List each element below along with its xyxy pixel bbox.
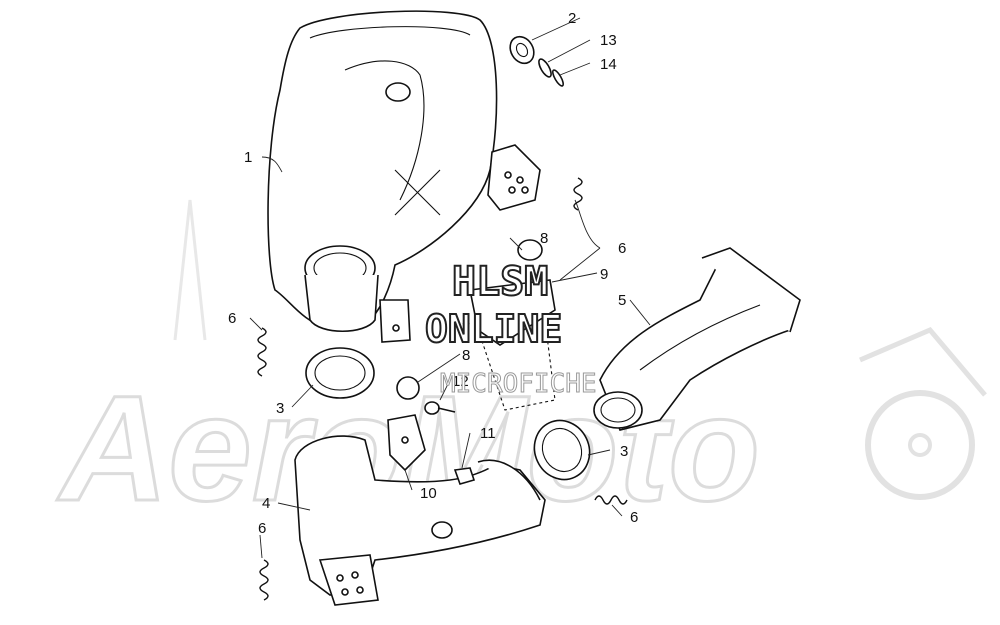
bracket-9 [469, 279, 556, 411]
spring-6-bottom [259, 559, 269, 601]
watermark-line1: HLSM [452, 259, 548, 305]
callout-2: 2 [568, 10, 576, 27]
callout-11: 11 [480, 425, 496, 442]
callout-6-left: 6 [228, 310, 236, 327]
callout-8-lower: 8 [462, 347, 470, 364]
spring-6-upper-right [573, 177, 583, 211]
callout-9: 9 [600, 266, 608, 283]
spring-6-left [257, 327, 267, 377]
callout-12: 12 [452, 373, 469, 390]
callout-4: 4 [262, 495, 270, 512]
watermark-line2: ONLINE [425, 307, 562, 351]
header-pipe-5 [593, 247, 801, 431]
callout-6-right: 6 [630, 509, 638, 526]
callout-5: 5 [618, 292, 626, 309]
nut-11 [453, 467, 476, 485]
spring-6-right [594, 495, 628, 505]
watermark-wheel-icon [865, 390, 975, 500]
bracket-10 [387, 414, 426, 472]
callout-8-upper: 8 [540, 230, 548, 247]
mounting-bracket-upper [487, 144, 541, 211]
callout-10: 10 [420, 485, 437, 502]
hlsm-watermark: HLSM ONLINE MICROFICHE [424, 258, 597, 400]
muffler-body [267, 10, 498, 343]
watermark-line3: MICROFICHE [440, 369, 597, 399]
callout-14: 14 [600, 56, 617, 73]
callout-6-upper-right: 6 [618, 240, 626, 257]
callout-7: 7 [462, 320, 470, 337]
bolt-12 [424, 401, 456, 415]
callout-3-right: 3 [620, 443, 628, 460]
callout-labels: 1 2 13 14 6 8 9 5 6 7 8 12 3 11 10 3 4 6… [228, 10, 638, 537]
mid-pipe-4 [294, 435, 546, 606]
callout-3-left: 3 [276, 400, 284, 417]
grommet-2 [509, 35, 564, 87]
callout-13: 13 [600, 32, 617, 49]
seal-ring-3-right [533, 419, 591, 481]
leader-lines [249, 17, 651, 559]
seal-ring-3-left [305, 347, 375, 399]
watermark-tower-icon [173, 199, 207, 341]
rubber-mount-8 [396, 239, 543, 400]
callout-6-bottom: 6 [258, 520, 266, 537]
callout-1: 1 [244, 149, 252, 166]
